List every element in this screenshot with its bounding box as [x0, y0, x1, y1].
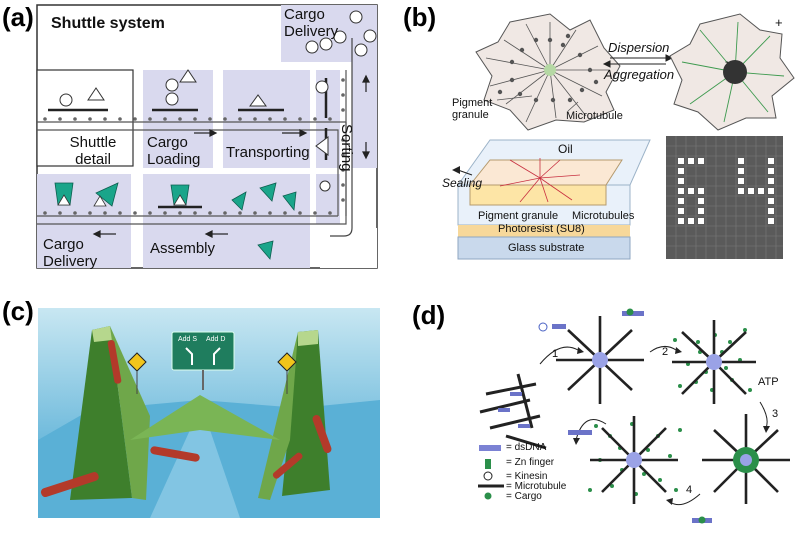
legend-cargo: = Cargo — [506, 491, 542, 502]
cargo-delivery-top-label: Cargo Delivery — [284, 6, 339, 40]
nanoassembly-cycle-diagram — [478, 308, 790, 524]
legend-zn-finger: = Zn finger — [506, 457, 555, 468]
sign-right-label: Add D — [206, 336, 226, 343]
step-4-label: 4 — [686, 484, 693, 496]
microtubules-label: Microtubules — [572, 210, 635, 222]
panel-b-label: (b) — [403, 2, 437, 32]
sorting-label: Sorting — [338, 124, 355, 172]
shuttle-system-diagram — [36, 4, 378, 269]
cargo-loading-label: Cargo Loading — [147, 134, 201, 168]
step-1-label: 1 — [552, 348, 559, 360]
shuttle-system-title: Shuttle system — [51, 15, 165, 32]
glass-substrate-label: Glass substrate — [508, 242, 585, 254]
panel-a: (a) — [0, 0, 400, 275]
legend-microtubule: = Microtubule — [506, 481, 567, 492]
melanophore-diagram — [452, 13, 795, 260]
step-2-label: 2 — [662, 346, 669, 358]
dispersion-label: Dispersion — [608, 40, 670, 55]
panel-d: (d) — [400, 290, 800, 537]
legend-kinesin: = Kinesin — [506, 471, 548, 482]
transporting-label: Transporting — [226, 144, 310, 161]
panel-d-label: (d) — [412, 300, 446, 330]
cargo-delivery-bottom-label: Cargo Delivery — [43, 236, 98, 270]
minus-end-label: - — [725, 56, 729, 68]
photoresist-label: Photoresist (SU8) — [498, 223, 585, 235]
panel-c-label: (c) — [2, 296, 34, 326]
pigment-granule-2-label: Pigment granule — [478, 210, 559, 222]
panel-c: (c) — [0, 290, 400, 537]
microtubule-label: Microtubule — [566, 110, 623, 122]
panel-b: (b) — [400, 0, 800, 275]
shuttle-detail-label: Shuttle detail — [69, 134, 117, 168]
atp-label: ATP — [758, 376, 779, 388]
pigment-granule-label: Pigment granule — [452, 97, 493, 121]
assembly-label: Assembly — [150, 240, 216, 257]
legend-dsdna: = dsDNA — [506, 442, 547, 453]
plus-end-label: + — [775, 15, 783, 30]
sealing-label: Sealing — [442, 176, 483, 190]
sign-left-label: Add S — [178, 336, 198, 343]
oil-label: Oil — [558, 142, 573, 156]
panel-a-label: (a) — [2, 2, 34, 32]
aggregation-label: Aggregation — [604, 67, 675, 82]
step-3-label: 3 — [772, 408, 779, 420]
microtubule-highway-render — [38, 308, 380, 518]
